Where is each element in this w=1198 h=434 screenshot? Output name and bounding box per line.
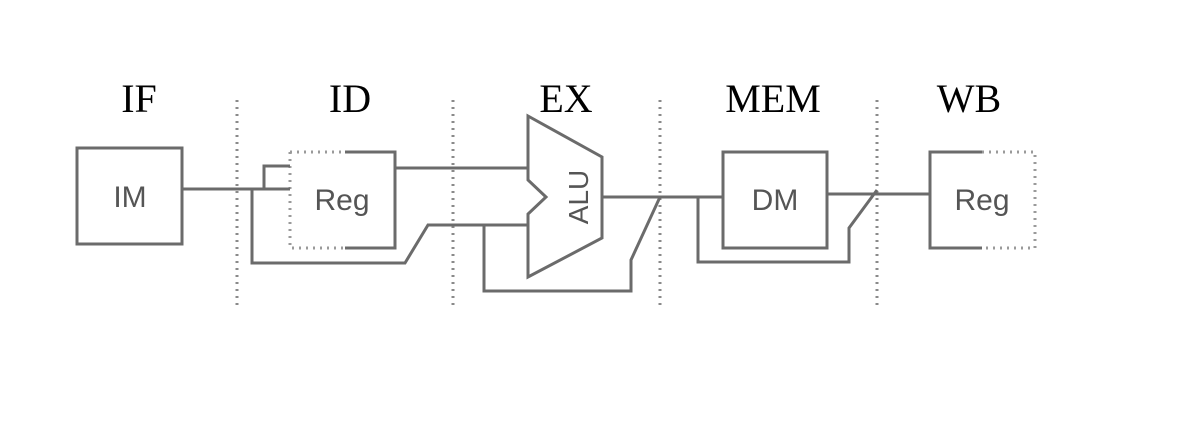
register-file-write-outline bbox=[982, 150, 1037, 250]
alu-block: ALU bbox=[526, 113, 604, 280]
data-memory-block: DM bbox=[721, 150, 829, 250]
alu-label: ALU bbox=[563, 170, 594, 224]
register-file-read-block: Reg bbox=[288, 150, 397, 250]
stage-label-if: IF bbox=[121, 76, 157, 121]
data-memory-box bbox=[721, 150, 829, 250]
wire-mem-bypass bbox=[696, 189, 879, 264]
alu-shape bbox=[526, 113, 604, 280]
register-file-write-block: Reg bbox=[928, 150, 1037, 250]
instruction-memory-box bbox=[75, 146, 184, 246]
stage-label-wb: WB bbox=[937, 76, 1001, 121]
register-file-read-box bbox=[345, 150, 397, 250]
stage-label-ex: EX bbox=[539, 76, 592, 121]
data-memory-label: DM bbox=[752, 184, 799, 217]
wire-ex-forward-loop bbox=[482, 196, 662, 293]
instruction-memory-block: IM bbox=[75, 146, 184, 246]
stage-label-id: ID bbox=[329, 76, 371, 121]
wire-id-bypass bbox=[250, 189, 453, 265]
register-file-read-label: Reg bbox=[314, 184, 369, 217]
register-file-write-label: Reg bbox=[954, 184, 1009, 217]
register-file-write-box bbox=[928, 150, 982, 250]
wire-im-to-reg-branch bbox=[262, 164, 290, 189]
instruction-memory-label: IM bbox=[113, 181, 146, 214]
stage-label-mem: MEM bbox=[725, 76, 821, 121]
